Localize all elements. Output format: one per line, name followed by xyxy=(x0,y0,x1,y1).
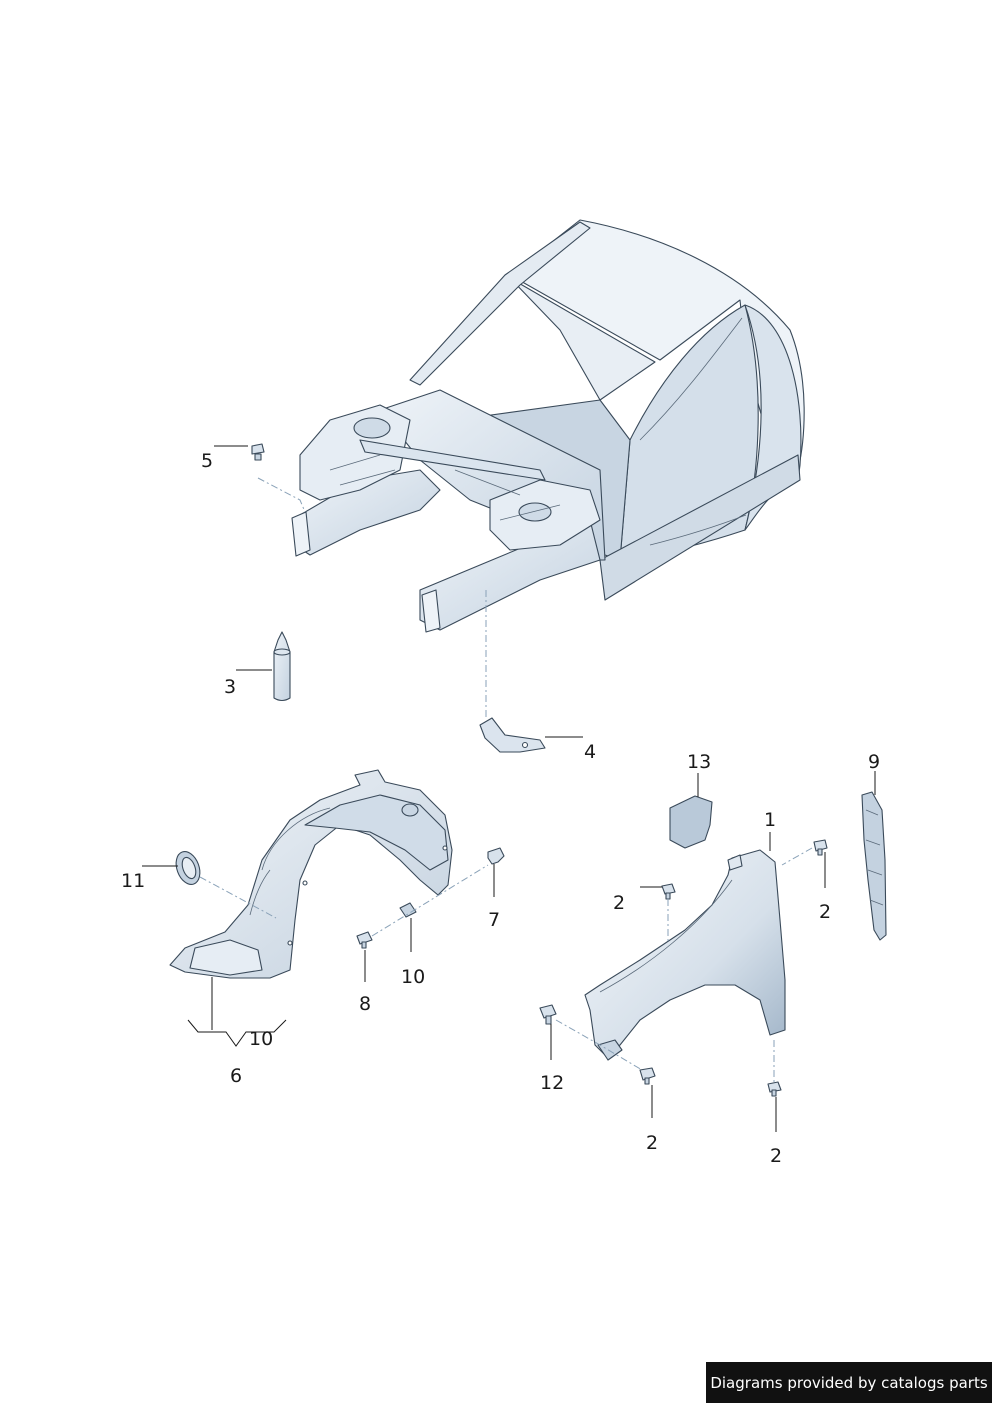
callout-13: 13 xyxy=(687,751,711,773)
part-9-seal-strip xyxy=(861,791,887,941)
callout-2c: 2 xyxy=(646,1132,658,1154)
callout-6: 6 xyxy=(230,1065,242,1087)
part-6-wheel-liner xyxy=(169,769,453,979)
part-5-bolt xyxy=(251,443,265,461)
callout-4: 4 xyxy=(584,741,596,763)
callout-2a: 2 xyxy=(613,892,625,914)
callout-11: 11 xyxy=(121,870,145,892)
callout-12: 12 xyxy=(540,1072,564,1094)
credit-banner: Diagrams provided by catalogs parts xyxy=(706,1362,992,1403)
callout-7: 7 xyxy=(488,909,500,931)
part-3-sealant-tube xyxy=(273,631,291,702)
callout-3: 3 xyxy=(224,676,236,698)
part-1-fender xyxy=(584,849,786,1061)
callout-2d: 2 xyxy=(770,1145,782,1167)
leader-lines xyxy=(142,445,876,1132)
body-shell xyxy=(291,219,805,633)
callout-8: 8 xyxy=(359,993,371,1015)
part-12-bolt xyxy=(539,1004,557,1025)
part-8-screw xyxy=(356,931,373,949)
callout-10b: 10 xyxy=(249,1028,273,1050)
callout-1: 1 xyxy=(764,809,776,831)
part-4-bracket xyxy=(479,717,546,753)
callout-9: 9 xyxy=(868,751,880,773)
part-13-pad xyxy=(669,795,713,849)
part-7-clip xyxy=(487,847,505,865)
callout-5: 5 xyxy=(201,450,213,472)
part-11-grommet xyxy=(175,851,201,885)
part-2-screws xyxy=(639,839,828,1097)
callout-labels: 5 3 4 11 7 10 8 10 6 13 9 1 2 2 12 2 2 xyxy=(121,450,880,1167)
callout-2b: 2 xyxy=(819,901,831,923)
callout-10a: 10 xyxy=(401,966,425,988)
alignment-lines xyxy=(199,477,813,1083)
part-10-nut xyxy=(399,902,417,918)
